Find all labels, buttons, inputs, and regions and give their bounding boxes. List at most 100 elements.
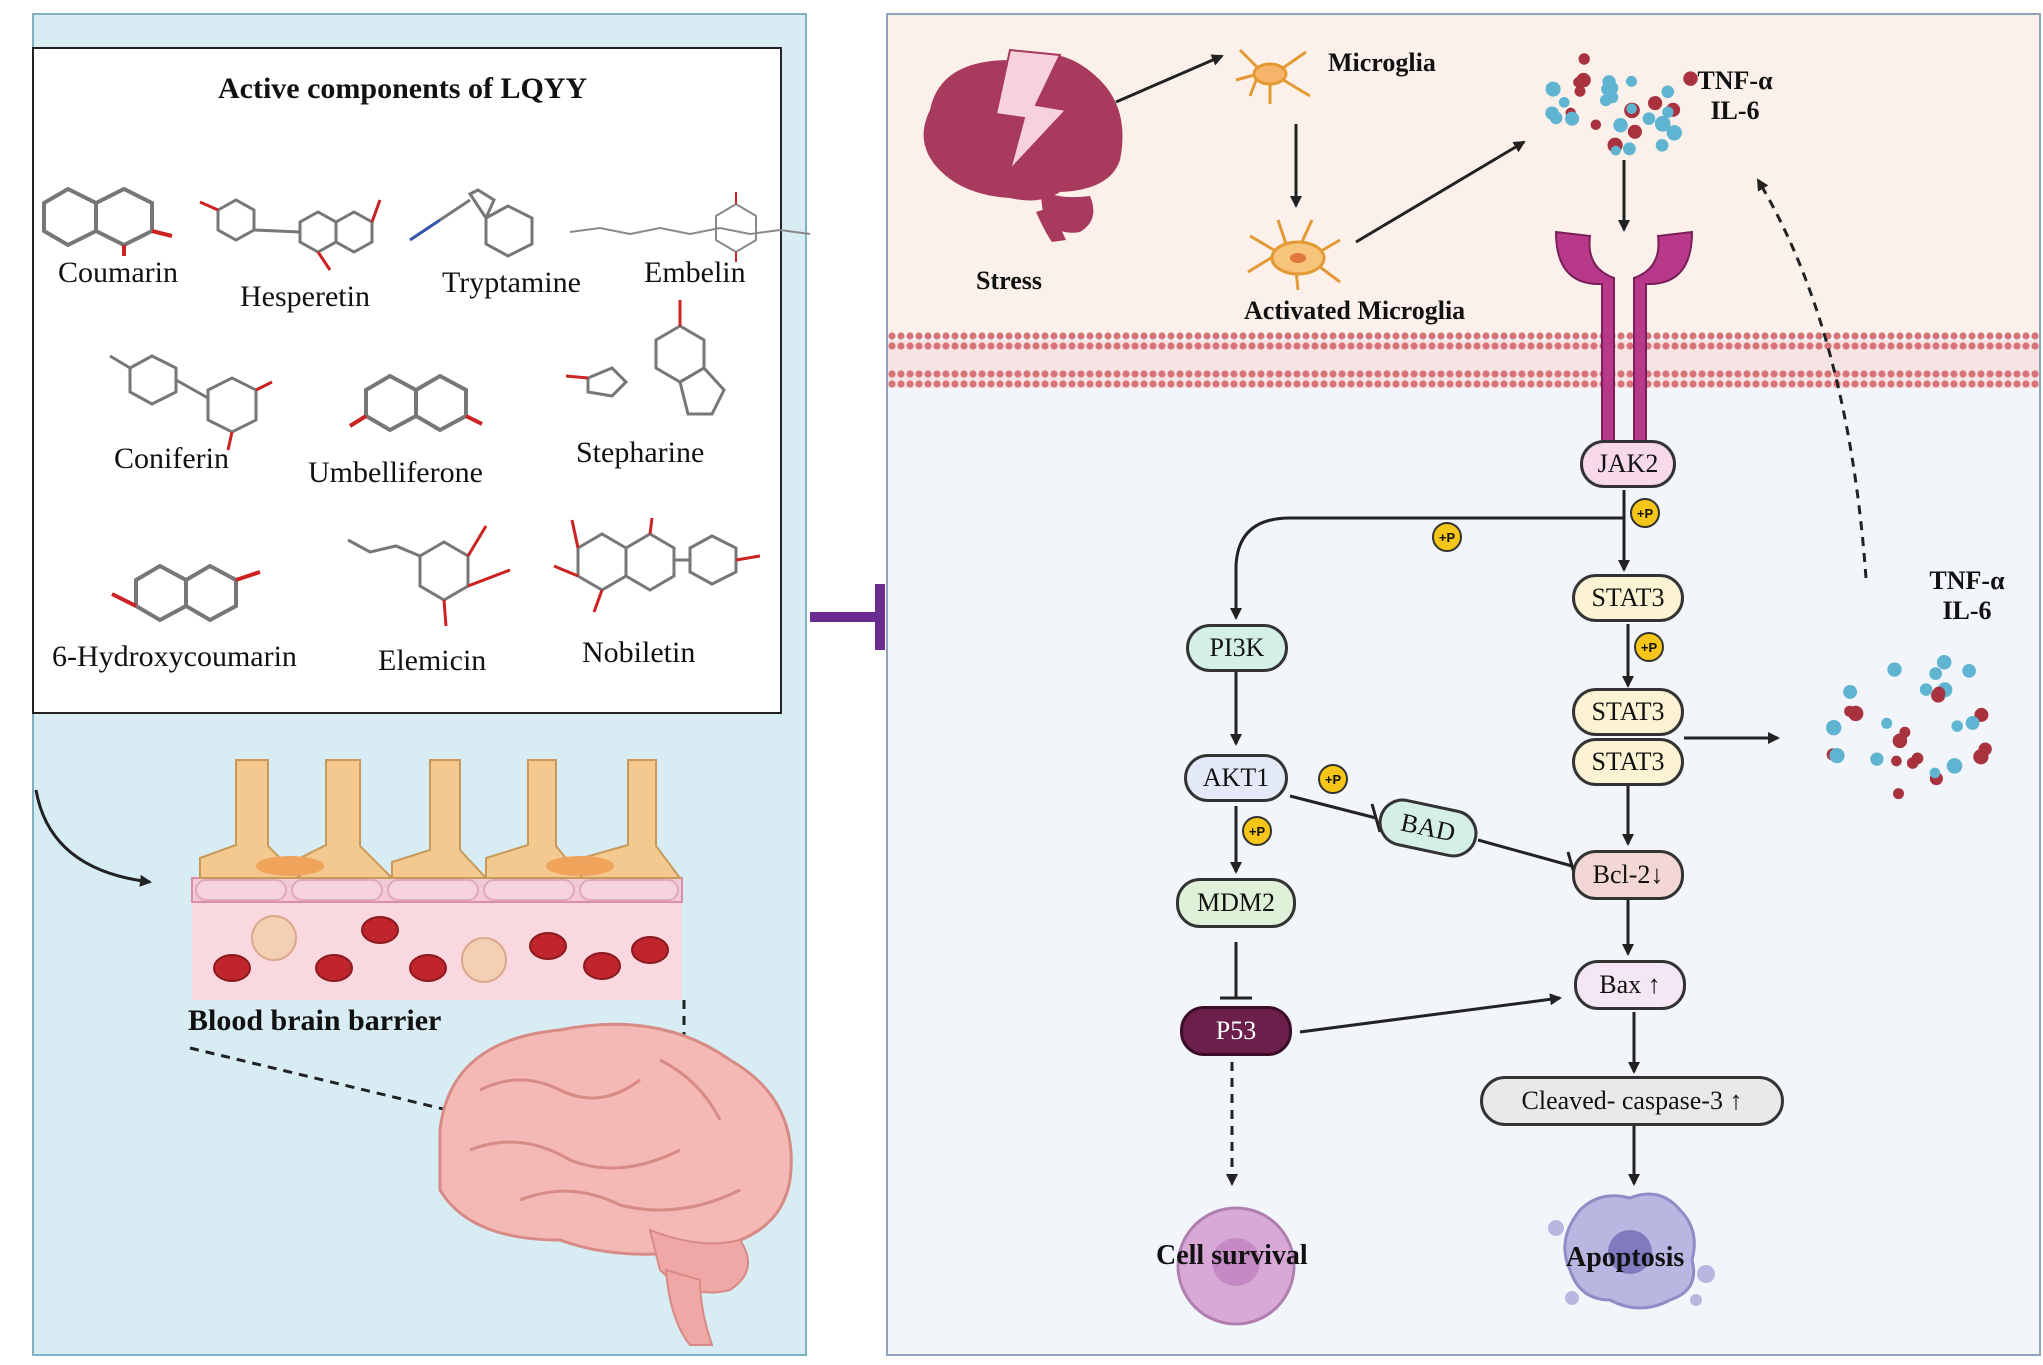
lipid-head (1842, 332, 1850, 340)
molecule-label-embelin: Embelin (644, 256, 746, 289)
jak2-to-pi3k-arrow (1230, 516, 1624, 620)
microglia-release-arrow (1355, 140, 1526, 244)
lipid-head (1284, 332, 1292, 340)
stepharine-structure (565, 300, 726, 416)
lipid-head (1563, 370, 1571, 378)
lipid-head (1041, 370, 1049, 378)
lipid-head (1860, 342, 1868, 350)
lipid-head (1707, 342, 1715, 350)
lipid-head (1554, 380, 1562, 388)
lipid-head (1212, 342, 1220, 350)
lipid-head (1788, 380, 1796, 388)
lipid-head (1680, 380, 1688, 388)
lipid-head (1167, 342, 1175, 350)
lipid-head (1464, 370, 1472, 378)
lipid-head (951, 342, 959, 350)
lipid-head (1068, 370, 1076, 378)
lipid-head (1968, 380, 1976, 388)
apoptotic-cell-icon (1548, 1192, 1715, 1310)
lipid-head (951, 370, 959, 378)
lipid-head (1770, 380, 1778, 388)
lipid-head (1248, 370, 1256, 378)
lipid-head (1185, 342, 1193, 350)
lipid-head (1572, 370, 1580, 378)
cytokine-dot (1565, 111, 1580, 126)
lipid-head (1374, 370, 1382, 378)
cytokine-dot (1626, 75, 1637, 87)
lipid-head (1905, 332, 1913, 340)
lipid-head (1869, 332, 1877, 340)
lipid-head (1590, 380, 1598, 388)
lipid-head (1284, 370, 1292, 378)
cytokine-dot (1843, 684, 1858, 699)
lipid-head (960, 332, 968, 340)
lipid-head (1653, 370, 1661, 378)
elemicin-structure (347, 525, 511, 627)
lipid-head (1230, 332, 1238, 340)
lipid-head (1878, 370, 1886, 378)
lipid-head (1968, 332, 1976, 340)
lipid-head (1851, 342, 1859, 350)
lipid-head (1050, 332, 1058, 340)
lipid-head (897, 332, 905, 340)
lipid-head (1122, 342, 1130, 350)
lipid-head (1329, 342, 1337, 350)
lipid-head (1446, 380, 1454, 388)
lipid-head (1797, 332, 1805, 340)
lipid-head (1266, 370, 1274, 378)
lipid-head (1995, 380, 2003, 388)
il6-label: IL-6 (1710, 96, 1760, 125)
lipid-head (1617, 380, 1625, 388)
molecule-label-nobiletin: Nobiletin (582, 636, 696, 669)
lipid-head (888, 332, 896, 340)
lipid-head (1365, 342, 1373, 350)
lipid-head (1419, 370, 1427, 378)
lipid-head (1527, 332, 1535, 340)
lipid-head (1653, 380, 1661, 388)
lipid-head (2013, 370, 2021, 378)
cytokine-dot (1829, 747, 1845, 764)
lipid-head (1347, 342, 1355, 350)
lipid-head (1815, 380, 1823, 388)
lipid-head (1743, 332, 1751, 340)
lipid-head (1059, 332, 1067, 340)
cytokine-dot (1574, 85, 1586, 97)
lipid-head (1905, 370, 1913, 378)
lipid-head (1518, 342, 1526, 350)
lipid-head (1932, 342, 1940, 350)
lipid-head (1896, 380, 1904, 388)
lipid-head (1419, 380, 1427, 388)
lipid-head (897, 370, 905, 378)
lipid-head (1473, 342, 1481, 350)
lipid-head (1842, 370, 1850, 378)
lipid-head (1365, 332, 1373, 340)
lipid-head (1833, 370, 1841, 378)
lipid-head (1536, 370, 1544, 378)
lipid-head (1041, 342, 1049, 350)
lipid-head (1446, 342, 1454, 350)
lipid-head (1986, 370, 1994, 378)
lipid-head (1347, 332, 1355, 340)
lipid-head (1824, 370, 1832, 378)
lipid-head (1347, 380, 1355, 388)
lipid-head (1005, 380, 1013, 388)
lipid-head (1896, 342, 1904, 350)
molecule-label-tryptamine: Tryptamine (442, 266, 581, 299)
lipid-head (1545, 370, 1553, 378)
bcl2-node: Bcl-2↓ (1572, 850, 1684, 900)
lipid-head (1977, 342, 1985, 350)
lipid-head (969, 342, 977, 350)
lipid-head (1509, 370, 1517, 378)
lipid-head (1914, 370, 1922, 378)
lipid-head (1563, 332, 1571, 340)
lipid-head (1653, 332, 1661, 340)
lipid-head (1698, 380, 1706, 388)
lipid-head (924, 332, 932, 340)
lipid-head (987, 332, 995, 340)
activated-microglia-icon (1247, 219, 1341, 291)
lipid-head (1221, 342, 1229, 350)
lipid-head (1806, 342, 1814, 350)
lipid-head (1239, 370, 1247, 378)
lipid-head (1401, 370, 1409, 378)
lipid-head (1590, 370, 1598, 378)
